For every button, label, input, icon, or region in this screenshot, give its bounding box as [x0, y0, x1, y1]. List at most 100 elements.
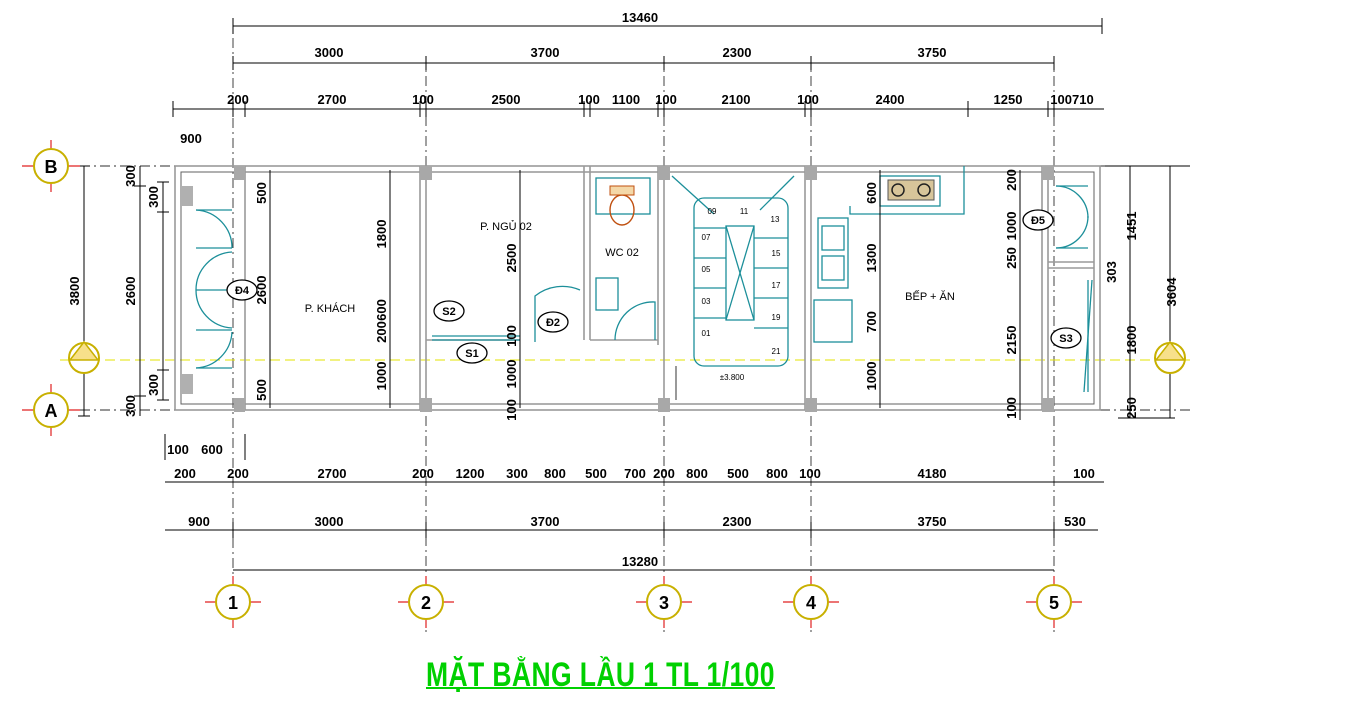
stair-step: 15: [772, 249, 781, 258]
dim-bot-overall: 13280: [622, 554, 658, 569]
dim-top-3-9: 2400: [876, 92, 905, 107]
dim-bed-r-2: 1000: [504, 360, 519, 389]
dim-top-3-7: 2100: [722, 92, 751, 107]
stair-step: 19: [772, 313, 781, 322]
stair-labels: 09 11 13 07 15 05 17 03 19 01 21 ±3.800: [702, 207, 781, 382]
dim-left-mid: 2600: [123, 277, 138, 306]
dim-bot-3-4: 3750: [918, 514, 947, 529]
dim-right-1: 303: [1104, 261, 1119, 283]
dim-kitchen-2: 700: [864, 311, 879, 333]
grid-row-b: B: [45, 157, 58, 177]
dim-left-inner-0: 300: [123, 165, 138, 187]
row-grid-markers: B A: [22, 140, 1186, 436]
dim-bot-2-6: 800: [544, 466, 566, 481]
stair-step: 17: [772, 281, 781, 290]
dim-bot-3-0: 900: [188, 514, 210, 529]
dim-bed-r-0: 2500: [504, 244, 519, 273]
dim-top-3-4: 100: [578, 92, 600, 107]
dim-right-3: 250: [1124, 397, 1139, 419]
room-kitchen: BẾP + ĂN: [905, 290, 955, 303]
dim-kitchen-3: 1000: [864, 362, 879, 391]
drawing-title: MẶT BẰNG LẦU 1 TL 1/100: [426, 656, 775, 694]
grid-lines: [40, 18, 1190, 632]
walls: [174, 165, 1101, 412]
dim-top-3-10: 1250: [994, 92, 1023, 107]
stair-step: 05: [702, 265, 711, 274]
dim-bot-2-1: 200: [227, 466, 249, 481]
dim-left-inner-2: 300: [146, 186, 161, 208]
fixtures: [195, 166, 1093, 400]
dim-bed-l-2: 200: [374, 321, 389, 343]
dim-bot-2-5: 300: [506, 466, 528, 481]
dim-right-in-4: 100: [1004, 397, 1019, 419]
stair-step: 11: [740, 207, 749, 216]
tag-s3: S3: [1059, 333, 1072, 345]
dim-bot-2-8: 700: [624, 466, 646, 481]
grid-row-a: A: [45, 401, 58, 421]
dim-right-2: 1800: [1124, 326, 1139, 355]
grid-col-3: 3: [659, 593, 669, 613]
dim-kitchen-1: 1300: [864, 244, 879, 273]
tag-s2: S2: [442, 306, 455, 318]
dim-bot-2-7: 500: [585, 466, 607, 481]
dim-bot-2-14: 4180: [918, 466, 947, 481]
dim-bed-l-3: 1000: [374, 362, 389, 391]
dim-top-2-2: 2300: [723, 45, 752, 60]
dim-bot-1-0: 100: [167, 442, 189, 457]
dim-top-2-3: 3750: [918, 45, 947, 60]
interior-dimensions: 500 2600 500 1800 600 200 1000 2500 100 …: [254, 169, 1021, 421]
dim-top-left: 900: [180, 131, 202, 146]
dim-bot-2-13: 100: [799, 466, 821, 481]
dim-right-0: 1451: [1124, 212, 1139, 241]
dim-bot-2-9: 200: [653, 466, 675, 481]
dim-left-inner-3: 300: [146, 374, 161, 396]
dim-balcony-0: 500: [254, 182, 269, 204]
dim-bot-3-1: 3000: [315, 514, 344, 529]
door-window-tags: Đ4 S2 S1 Đ2 Đ5 S3: [226, 209, 1082, 364]
dim-top-2-0: 3000: [315, 45, 344, 60]
dim-balcony-1: 2600: [254, 276, 269, 305]
stair-step: 03: [702, 297, 711, 306]
grid-col-1: 1: [228, 593, 238, 613]
dim-bot-2-4: 1200: [456, 466, 485, 481]
bottom-dimensions: 100 600 200 200 2700 200 1200 300 800 50…: [164, 434, 1104, 571]
tag-s1: S1: [465, 348, 478, 360]
grid-col-2: 2: [421, 593, 431, 613]
dim-bot-3-2: 3700: [531, 514, 560, 529]
dim-bot-2-0: 200: [174, 466, 196, 481]
dim-bot-1-1: 600: [201, 442, 223, 457]
dim-bot-3-5: 530: [1064, 514, 1086, 529]
top-dimensions: 13460 3000 3700 2300 3750 200 2700 100 2…: [172, 10, 1104, 146]
left-dimensions: 3800 2600 300 300 300 300: [67, 165, 169, 417]
grid-col-4: 4: [806, 593, 816, 613]
right-dimensions: 1451 303 1800 250 3604: [1104, 165, 1190, 419]
stair-step: 21: [772, 347, 781, 356]
stair-step: 01: [702, 329, 711, 338]
tag-d5: Đ5: [1031, 215, 1045, 227]
dim-right-in-2: 250: [1004, 247, 1019, 269]
dim-top-3-0: 200: [227, 92, 249, 107]
column-grid-markers: 1 2 3 4 5: [205, 576, 1082, 628]
room-wc: WC 02: [605, 247, 639, 259]
grid-col-5: 5: [1049, 593, 1059, 613]
dim-bot-3-3: 2300: [723, 514, 752, 529]
dim-bot-2-11: 500: [727, 466, 749, 481]
dim-balcony-2: 500: [254, 379, 269, 401]
dim-bed-l-0: 1800: [374, 220, 389, 249]
dim-top-overall: 13460: [622, 10, 658, 25]
dim-right-in-0: 200: [1004, 169, 1019, 191]
dim-top-2-1: 3700: [531, 45, 560, 60]
dim-kitchen-0: 600: [864, 182, 879, 204]
stair-step: 13: [771, 215, 780, 224]
dim-top-3-3: 2500: [492, 92, 521, 107]
dim-top-3-2: 100: [412, 92, 434, 107]
room-bedroom: P. NGỦ 02: [480, 220, 532, 233]
dim-right-4: 3604: [1164, 277, 1179, 307]
room-labels: P. KHÁCH P. NGỦ 02 WC 02 BẾP + ĂN: [305, 220, 955, 315]
room-living: P. KHÁCH: [305, 302, 356, 315]
dim-top-3-6: 100: [655, 92, 677, 107]
stair-step: 07: [702, 233, 711, 242]
dim-right-in-3: 2150: [1004, 326, 1019, 355]
dim-bed-l-1: 600: [374, 299, 389, 321]
